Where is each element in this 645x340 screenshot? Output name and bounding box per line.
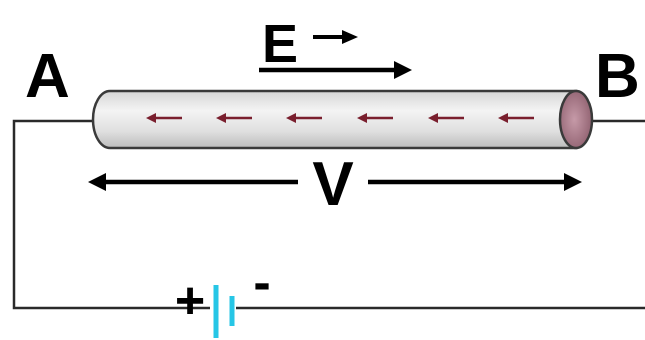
arrow-right-icon xyxy=(313,30,358,44)
arrow-left-icon xyxy=(498,113,534,123)
voltage-span-arrow xyxy=(88,173,582,191)
arrow-left-icon xyxy=(216,113,252,123)
arrow-left-icon xyxy=(357,113,393,123)
electron-drift-arrows xyxy=(146,113,534,123)
battery-positive-label: + xyxy=(175,272,205,330)
circuit-wire xyxy=(12,119,645,310)
conductor-rod xyxy=(91,89,594,150)
voltage-label: V xyxy=(312,150,353,219)
arrow-left-icon xyxy=(428,113,464,123)
battery-negative-label: - xyxy=(253,254,270,312)
arrow-left-icon xyxy=(286,113,322,123)
arrow-left-icon xyxy=(146,113,182,123)
end-label-a: A xyxy=(25,42,70,111)
battery-icon xyxy=(213,285,235,338)
field-arrow xyxy=(259,61,412,79)
end-label-b: B xyxy=(595,42,640,111)
rod-end-cap xyxy=(558,89,594,150)
field-label: E xyxy=(262,14,298,74)
